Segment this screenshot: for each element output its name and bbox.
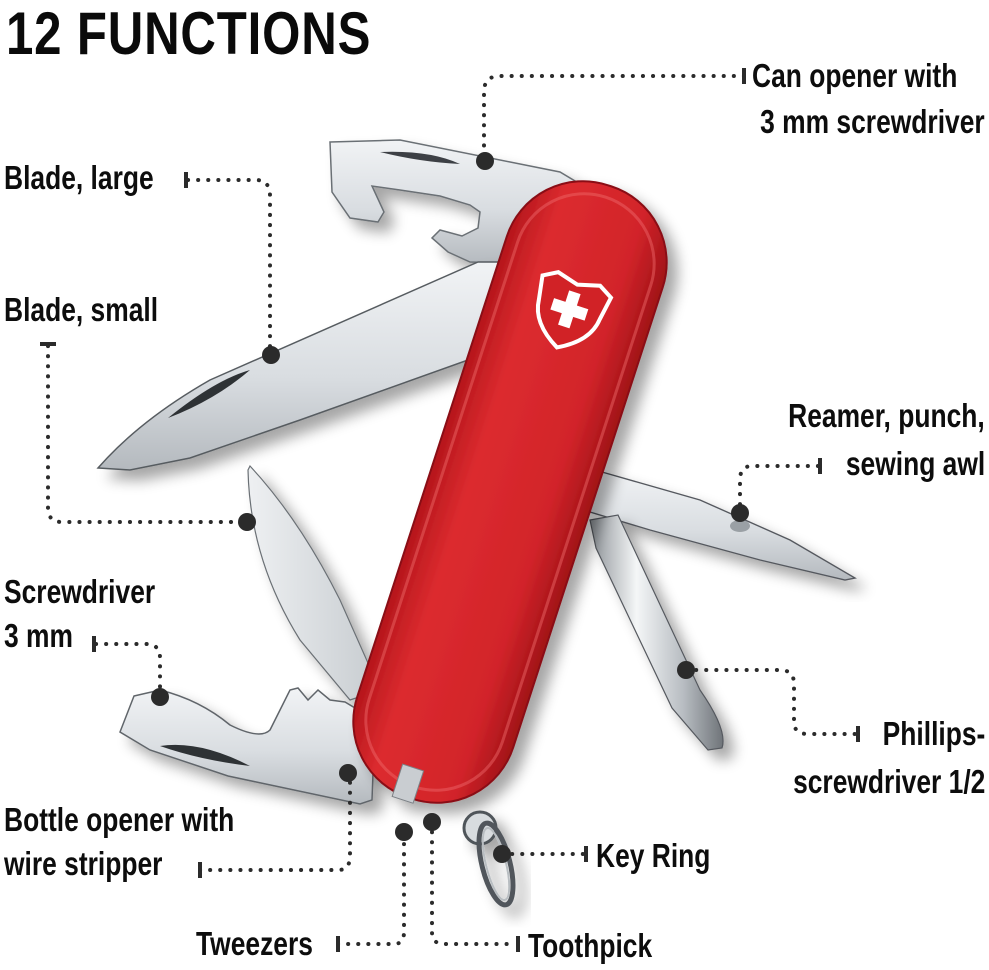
callout-text: sewing awl (845, 445, 985, 482)
callout-key-ring: Key Ring (596, 834, 710, 878)
callout-reamer-line2: sewing awl (846, 442, 985, 486)
callout-tweezers: Tweezers (196, 922, 313, 966)
callout-phillips-line2: screwdriver 1/2 (793, 760, 985, 804)
callout-dots (151, 152, 749, 863)
callout-reamer: Reamer, punch, (788, 394, 985, 438)
callout-screwdriver-3mm: Screwdriver 3 mm (4, 570, 155, 658)
callout-can-opener: Can opener with (752, 54, 957, 98)
callout-text: 3 mm (4, 617, 73, 654)
callout-text: wire stripper (4, 845, 163, 882)
callout-lines (46, 74, 858, 946)
large-blade-tool (96, 261, 521, 471)
callout-text: Screwdriver (4, 573, 156, 610)
victorinox-shield-logo (535, 270, 614, 350)
callout-text: Can opener with (752, 57, 958, 94)
callout-text: screwdriver 1/2 (792, 763, 985, 800)
callout-toothpick: Toothpick (528, 924, 652, 968)
callout-text: Reamer, punch, (788, 397, 985, 434)
callout-blade-large: Blade, large (4, 156, 154, 200)
callout-can-opener-line2: 3 mm screwdriver (760, 100, 985, 144)
callout-text: Blade, small (4, 291, 159, 328)
red-handle (352, 180, 668, 804)
callout-phillips: Phillips- (882, 712, 985, 756)
callout-end-ticks (40, 68, 860, 952)
callout-text: Bottle opener with (4, 801, 235, 838)
phillips-screwdriver-tool (589, 514, 724, 751)
callout-text: Key Ring (596, 837, 711, 874)
key-ring-hardware (462, 810, 516, 908)
page-title: 12 FUNCTIONS (6, 0, 372, 67)
callout-text: Toothpick (528, 927, 653, 964)
small-blade-tool (247, 464, 381, 701)
callout-blade-small: Blade, small (4, 288, 158, 332)
callout-text: Blade, large (4, 159, 154, 196)
callout-text: Tweezers (196, 925, 313, 962)
callout-text: 3 mm screwdriver (760, 103, 985, 140)
callout-text: Phillips- (882, 715, 985, 752)
callout-bottle-opener: Bottle opener with wire stripper (4, 798, 234, 886)
